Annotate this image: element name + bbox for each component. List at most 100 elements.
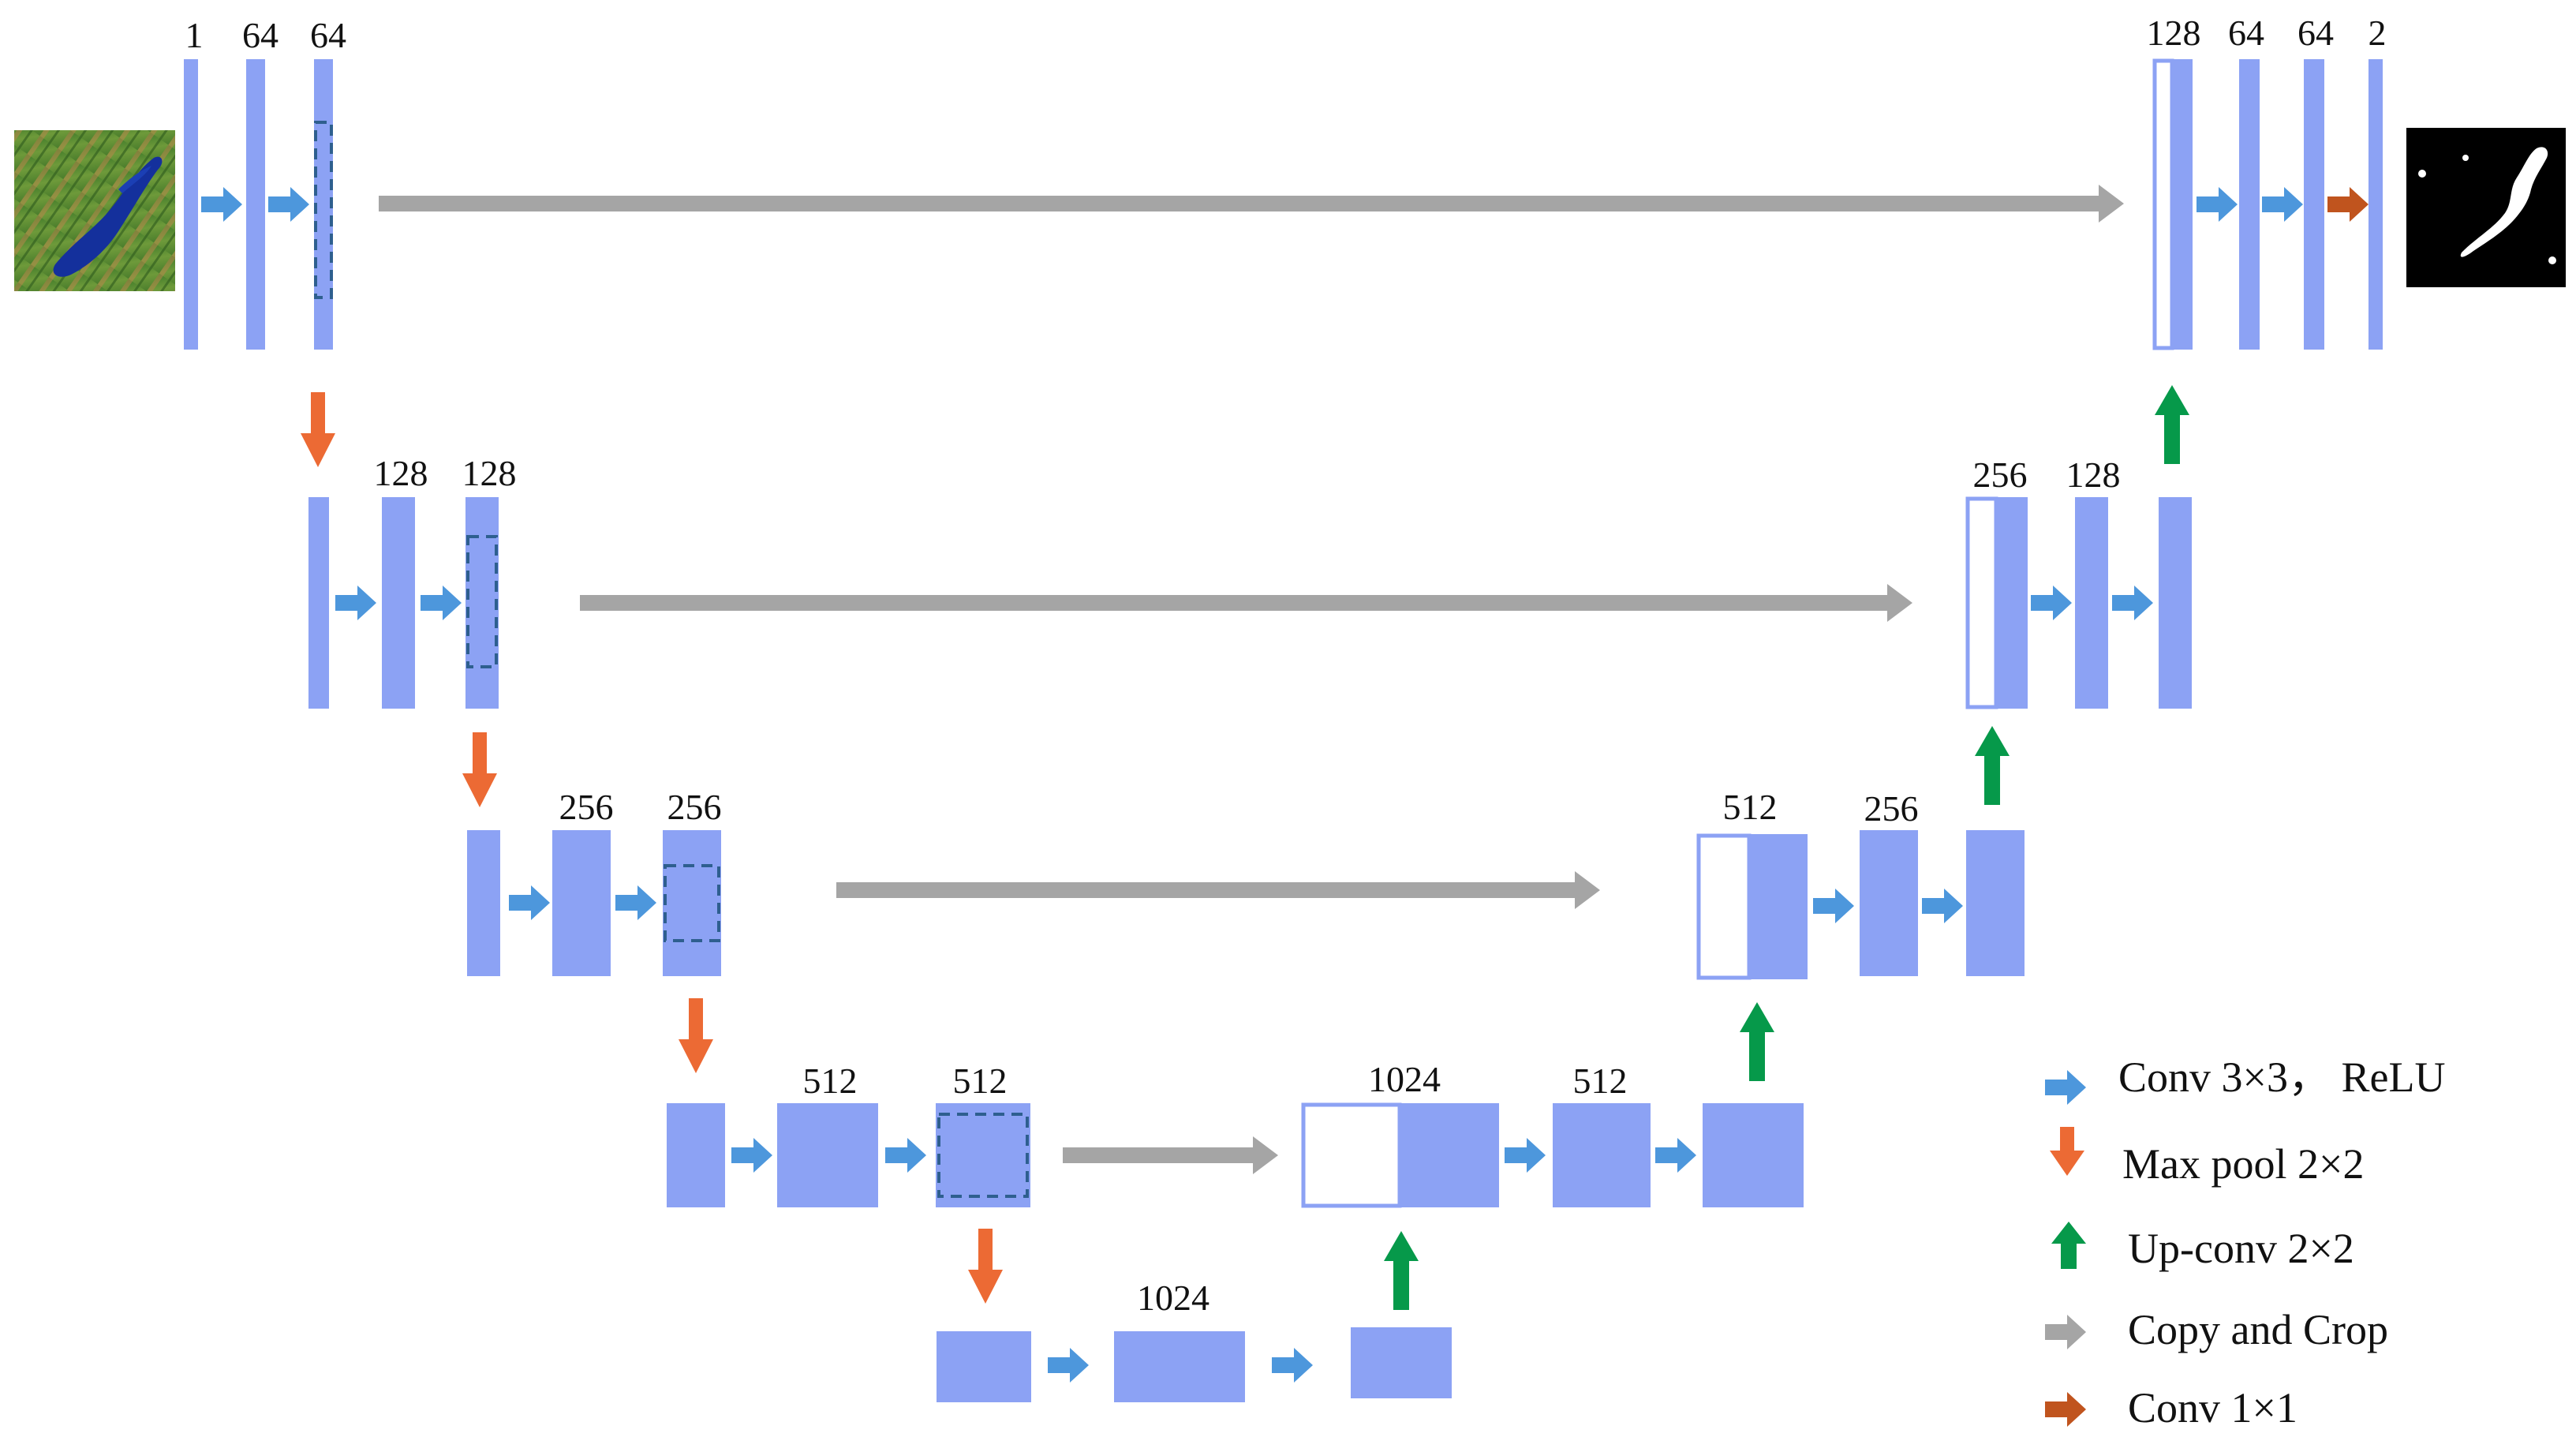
legend-maxpool-label: Max pool 2×2 xyxy=(2122,1140,2364,1188)
level1-encoder: 1 64 64 xyxy=(184,15,346,350)
feature-map-128 xyxy=(2159,497,2192,709)
channel-label: 128 xyxy=(374,453,428,493)
lake-branch xyxy=(118,166,151,193)
channel-label: 2 xyxy=(2368,13,2387,53)
channel-label: 512 xyxy=(953,1061,1008,1101)
mask-speck xyxy=(2548,256,2556,264)
legend-maxpool-icon xyxy=(2050,1127,2084,1176)
maxpool-arrow xyxy=(679,998,713,1073)
conv-arrow xyxy=(335,586,376,620)
channel-label: 64 xyxy=(2297,13,2334,53)
feature-map-512a xyxy=(777,1103,878,1207)
copy-crop-arrow xyxy=(1063,1136,1278,1174)
legend-copy-icon xyxy=(2045,1315,2086,1349)
level3-decoder: 512 256 xyxy=(1696,787,2025,980)
legend-conv-label: Conv 3×3， ReLU xyxy=(2118,1053,2445,1101)
legend-conv1x1-label: Conv 1×1 xyxy=(2128,1384,2297,1431)
conv-arrow xyxy=(885,1138,926,1173)
conv-arrow xyxy=(1813,889,1854,923)
mask-region xyxy=(2460,147,2548,257)
channel-label: 512 xyxy=(1573,1061,1628,1101)
feature-map-64b xyxy=(2304,59,2324,350)
upconv-arrow xyxy=(1384,1231,1419,1310)
channel-label: 512 xyxy=(1723,787,1778,827)
level1-decoder: 128 64 64 2 xyxy=(2147,13,2387,350)
feature-map-64a xyxy=(246,59,265,350)
feature-map-256b xyxy=(663,830,721,976)
conv-arrow xyxy=(731,1138,772,1173)
conv-arrow xyxy=(268,187,309,222)
legend-conv-icon xyxy=(2045,1070,2086,1105)
feature-map-256 xyxy=(1966,830,2025,976)
level2-decoder: 256 128 xyxy=(1965,455,2192,709)
channel-label: 256 xyxy=(1973,455,2028,495)
input-image xyxy=(14,130,175,291)
channel-label: 64 xyxy=(242,15,279,55)
upsampled-feature-map xyxy=(1996,497,2028,709)
feature-map-512b xyxy=(936,1103,1030,1207)
maxpool-arrows xyxy=(301,392,1003,1304)
level3-encoder: 256 256 xyxy=(467,787,722,976)
upconv-arrows xyxy=(1384,385,2189,1310)
mask-speck xyxy=(2462,155,2469,161)
feature-map-128a xyxy=(382,497,415,709)
conv-arrow xyxy=(1655,1138,1696,1173)
conv-arrow xyxy=(1048,1348,1089,1383)
conv-arrow xyxy=(2031,586,2072,620)
channel-label: 1024 xyxy=(1368,1059,1441,1099)
feature-map-512 xyxy=(937,1331,1031,1402)
output-image xyxy=(2406,128,2566,287)
channel-label: 128 xyxy=(2147,13,2201,53)
conv-arrows xyxy=(201,187,2303,1383)
feature-map-64a xyxy=(2239,59,2260,350)
upsampled-feature-map xyxy=(1749,834,1808,979)
conv-arrow xyxy=(2262,187,2303,222)
feature-map-128 xyxy=(2075,497,2108,709)
bottleneck: 1024 xyxy=(937,1278,1452,1402)
conv-arrow xyxy=(421,586,462,620)
legend-conv1x1-icon xyxy=(2045,1392,2086,1427)
conv-arrow xyxy=(201,187,242,222)
channel-label: 256 xyxy=(559,787,614,827)
conv-arrow xyxy=(1922,889,1963,923)
maxpool-arrow xyxy=(301,392,335,467)
conv-arrow xyxy=(1272,1348,1313,1383)
feature-map-128b xyxy=(465,497,499,709)
level4-decoder: 1024 512 xyxy=(1301,1059,1804,1208)
feature-map-output xyxy=(2368,59,2383,350)
maxpool-arrow xyxy=(968,1229,1003,1304)
feature-map-1024a xyxy=(1114,1331,1245,1402)
copied-feature-map xyxy=(1301,1102,1402,1208)
crop-region xyxy=(937,1113,1029,1198)
channel-label: 64 xyxy=(2228,13,2264,53)
channel-label: 1024 xyxy=(1137,1278,1209,1318)
level2-encoder: 128 128 xyxy=(308,453,517,709)
copy-crop-arrow xyxy=(836,871,1600,909)
copy-crop-arrow xyxy=(580,584,1912,622)
upconv-arrow xyxy=(2155,385,2189,464)
feature-map-512 xyxy=(1703,1103,1804,1207)
feature-map-input xyxy=(184,59,198,350)
feature-map-256a xyxy=(552,830,611,976)
crop-region xyxy=(664,864,720,942)
lake-shape xyxy=(53,156,163,277)
conv-arrow xyxy=(2112,586,2153,620)
feature-map-128 xyxy=(467,830,500,976)
maxpool-arrow xyxy=(462,732,497,807)
feature-map-1024b xyxy=(1351,1327,1452,1398)
legend: Conv 3×3， ReLU Max pool 2×2 Up-conv 2×2 … xyxy=(2045,1053,2445,1431)
conv-arrow xyxy=(615,885,656,920)
legend-upconv-label: Up-conv 2×2 xyxy=(2128,1225,2354,1272)
copied-feature-map xyxy=(1696,833,1752,980)
crop-region xyxy=(466,535,498,668)
feature-map-256 xyxy=(1860,830,1918,976)
channel-label: 256 xyxy=(1864,788,1919,829)
conv-arrow xyxy=(1505,1138,1546,1173)
conv1x1-arrow xyxy=(2327,187,2368,222)
conv-arrow xyxy=(2197,187,2238,222)
channel-label: 128 xyxy=(2066,455,2121,495)
channel-label: 128 xyxy=(462,453,517,493)
conv-arrow xyxy=(509,885,550,920)
legend-upconv-icon xyxy=(2051,1222,2086,1269)
copied-feature-map xyxy=(2152,58,2174,350)
